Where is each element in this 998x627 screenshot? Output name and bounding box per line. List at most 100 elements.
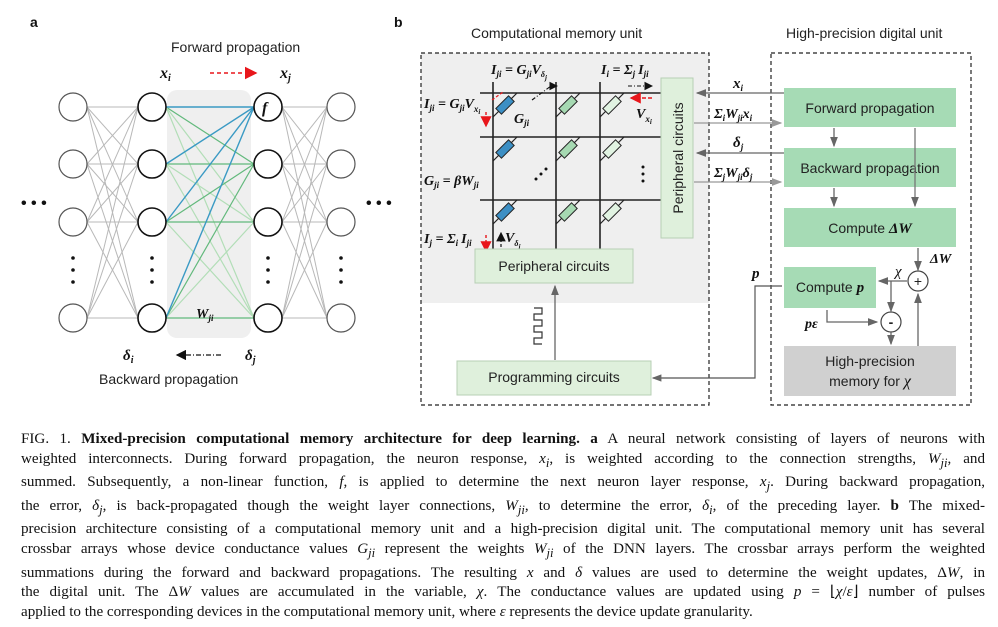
memristive-device xyxy=(558,202,578,222)
highlighted-connection xyxy=(165,106,255,319)
neuron-node xyxy=(58,149,88,179)
forward-propagation-box[interactable] xyxy=(784,88,956,127)
memristive-device xyxy=(602,139,622,159)
peripheral-circuits-vertical-label: Peripheral circuits xyxy=(670,102,686,213)
gray-connection xyxy=(86,106,139,319)
caption-line-1: FIG. 1. Mixed-precision computational me… xyxy=(21,430,985,450)
memristive-device xyxy=(495,95,515,115)
xi-signal-label: xi xyxy=(732,76,744,93)
sum-wd-label: ΣjWjiδj xyxy=(713,166,753,182)
sum-wx-label: ΣiWjixi xyxy=(713,107,753,123)
neuron-node xyxy=(326,92,356,122)
peripheral-circuits-horizontal[interactable] xyxy=(474,248,634,284)
x-i-label: xi xyxy=(159,65,171,84)
neuron-node xyxy=(253,303,283,333)
caption-line-3: summed. Subsequently, a non-linear funct… xyxy=(21,474,986,494)
gji-device-label: Gji xyxy=(514,112,530,128)
forward-propagation-box-label: Forward propagation xyxy=(805,100,934,116)
vertical-ellipsis-dot xyxy=(71,280,75,284)
neuron-node xyxy=(326,149,356,179)
compute-dw-label: Compute ΔW xyxy=(828,220,913,237)
vertical-ellipsis-dot xyxy=(71,256,75,260)
caption-line-9: applied to the corresponding devices in … xyxy=(21,603,753,620)
adder-node xyxy=(907,270,929,292)
neuron-node xyxy=(253,207,283,237)
gray-connection xyxy=(281,106,328,165)
gray-connection xyxy=(86,163,139,223)
forward-propagation-label: Forward propagation xyxy=(171,39,300,55)
caption-text: A neural network consisting of layers of… xyxy=(597,431,985,447)
compute-p-box[interactable] xyxy=(784,267,876,308)
gray-connection xyxy=(281,106,328,319)
vert-dot xyxy=(641,179,645,183)
gray-connection xyxy=(86,221,139,319)
high-precision-memory-box[interactable] xyxy=(784,346,956,396)
neuron-node xyxy=(137,149,167,179)
vertical-ellipsis-dot xyxy=(339,256,343,260)
gray-connection xyxy=(281,163,328,319)
vertical-ellipsis-dot xyxy=(266,256,270,260)
gray-connection xyxy=(86,106,139,165)
neuron-node xyxy=(137,303,167,333)
pulse-train-icon xyxy=(533,307,543,345)
highlighted-connection xyxy=(165,106,255,223)
ellipsis-right: • • • xyxy=(366,195,392,212)
gray-connection xyxy=(86,106,139,223)
caption-line-5: precision architecture consisting of a c… xyxy=(21,521,985,538)
vert-dot xyxy=(641,172,645,176)
backward-propagation-label: Backward propagation xyxy=(99,371,238,387)
compute-dw-box[interactable] xyxy=(784,208,956,247)
vertical-ellipsis-dot xyxy=(71,268,75,272)
diag-dot xyxy=(534,177,538,181)
memory-box-line1: High-precision xyxy=(825,353,914,369)
caption-line-2: weighted interconnects. During forward p… xyxy=(21,450,986,470)
p-feedback-arrow-icon xyxy=(651,285,782,382)
memristive-device xyxy=(558,95,578,115)
panel-letter-a: a xyxy=(30,14,38,30)
memristive-device xyxy=(558,139,578,159)
panel-a-neural-network: a Forward propagation xi xj f Wji • • • … xyxy=(21,14,392,387)
dw-label: ΔW xyxy=(929,252,953,267)
cm-unit-border xyxy=(420,52,710,406)
p-eps-label: pε xyxy=(804,317,818,332)
memristive-device xyxy=(602,202,622,222)
activation-f-label: f xyxy=(262,100,269,117)
delta-i-label: δi xyxy=(123,348,134,366)
backward-propagation-box-label: Backward propagation xyxy=(800,160,939,176)
vert-dot xyxy=(641,165,645,169)
programming-circuits-label: Programming circuits xyxy=(488,369,619,385)
diag-dot xyxy=(544,167,548,171)
neuron-node xyxy=(137,207,167,237)
programming-circuits-box[interactable] xyxy=(456,360,652,396)
neuron-node xyxy=(253,92,283,122)
vertical-ellipsis-dot xyxy=(266,280,270,284)
vertical-ellipsis-dot xyxy=(339,268,343,272)
caption-line-6: crossbar arrays whose device conductance… xyxy=(21,541,985,561)
weight-wji-label: Wji xyxy=(196,307,214,323)
vdelta-label: Vδj xyxy=(505,231,520,251)
eq-iji-gji-vxi: Iji = GjiVxi xyxy=(423,97,480,116)
p-label: p xyxy=(750,266,760,282)
neuron-node xyxy=(326,207,356,237)
neuron-node xyxy=(58,92,88,122)
connection-lines xyxy=(86,106,328,319)
neuron-node xyxy=(137,92,167,122)
vxi-label: Vxi xyxy=(636,107,652,126)
gray-connection xyxy=(86,163,139,319)
backward-propagation-box[interactable] xyxy=(784,148,956,187)
diag-dot xyxy=(539,172,543,176)
vertical-ellipsis-dot xyxy=(150,280,154,284)
plus-icon: + xyxy=(914,273,922,289)
vertical-ellipsis-dot xyxy=(266,268,270,272)
vertical-ellipsis-dot xyxy=(150,256,154,260)
peripheral-circuits-horizontal-label: Peripheral circuits xyxy=(498,258,609,274)
peps-arrow-icon xyxy=(826,310,879,326)
peripheral-circuits-vertical[interactable] xyxy=(660,77,694,239)
caption-title: Mixed-precision computational memory arc… xyxy=(81,431,580,447)
neuron-node xyxy=(58,303,88,333)
memristive-device xyxy=(495,202,515,222)
green-connection xyxy=(165,163,255,223)
x-j-label: xj xyxy=(279,65,291,84)
green-connection xyxy=(165,163,255,319)
eq-gji-beta-wji: Gji = βWji xyxy=(424,174,479,190)
